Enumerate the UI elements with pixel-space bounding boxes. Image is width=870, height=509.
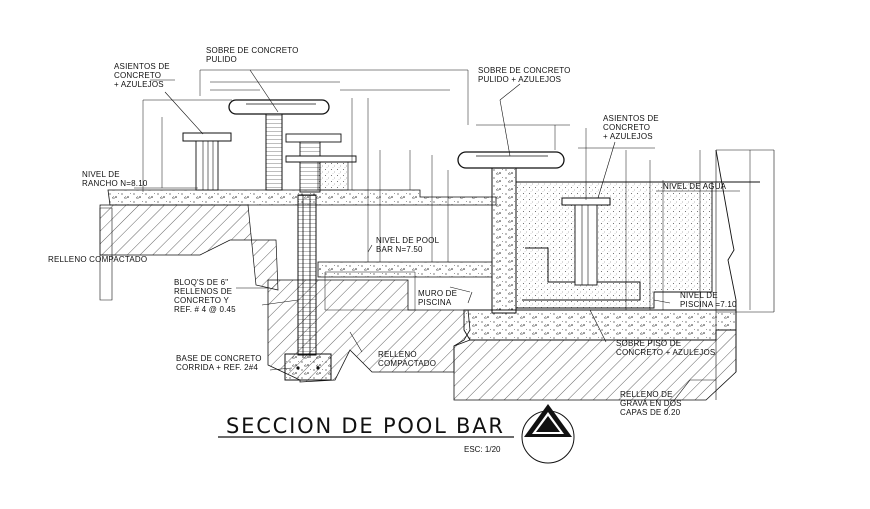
right-stool (561, 197, 611, 286)
label-base-concreto: BASE DE CONCRETO CORRIDA + REF. 2#4 (176, 354, 262, 372)
leader-lines (100, 69, 716, 413)
pool-water (515, 181, 760, 309)
label-sobre-concreto-azulejos: SOBRE DE CONCRETO PULIDO + AZULEJOS (478, 66, 571, 84)
label-nivel-piscina: NIVEL DE PISCINA =7.10 (680, 291, 737, 309)
label-asientos-left: ASIENTOS DE CONCRETO + AZULEJOS (114, 62, 170, 89)
label-sobre-concreto-pulido: SOBRE DE CONCRETO PULIDO (206, 46, 299, 64)
left-stool (182, 132, 232, 191)
drawing-title: SECCION DE POOL BAR (226, 414, 505, 438)
bar-counter (228, 99, 357, 193)
label-relleno-grava: RELLENO DE GRAVA EN DOS CAPAS DE 0.20 (620, 390, 682, 417)
left-compacted-fill (99, 204, 279, 301)
label-relleno-left: RELLENO COMPACTADO (48, 255, 148, 264)
label-relleno-mid: RELLENO COMPACTADO (378, 350, 437, 368)
label-sobre-piso: SOBRE PISO DE CONCRETO + AZULEJOS (616, 339, 716, 357)
label-bloques: BLOQ'S DE 6" RELLENOS DE CONCRETO Y REF.… (174, 278, 236, 314)
footing (284, 353, 332, 381)
dimension-lines (142, 69, 774, 313)
label-nivel-pool-bar: NIVEL DE POOL BAR N=7.50 (376, 236, 440, 254)
pool-floor-slab (463, 309, 737, 341)
label-nivel-rancho: NIVEL DE RANCHO N=8.10 (82, 170, 148, 188)
pool-bar-slab (317, 261, 493, 278)
pool-wall (457, 151, 565, 314)
label-muro-piscina: MURO DE PISCINA (418, 289, 458, 307)
label-asientos-right: ASIENTOS DE CONCRETO + AZULEJOS (603, 114, 659, 141)
label-nivel-agua: NIVEL DE AGUA (663, 182, 727, 191)
section-symbol-icon (521, 404, 575, 464)
drawing-scale: ESC: 1/20 (464, 445, 501, 454)
block-wall (297, 194, 317, 358)
